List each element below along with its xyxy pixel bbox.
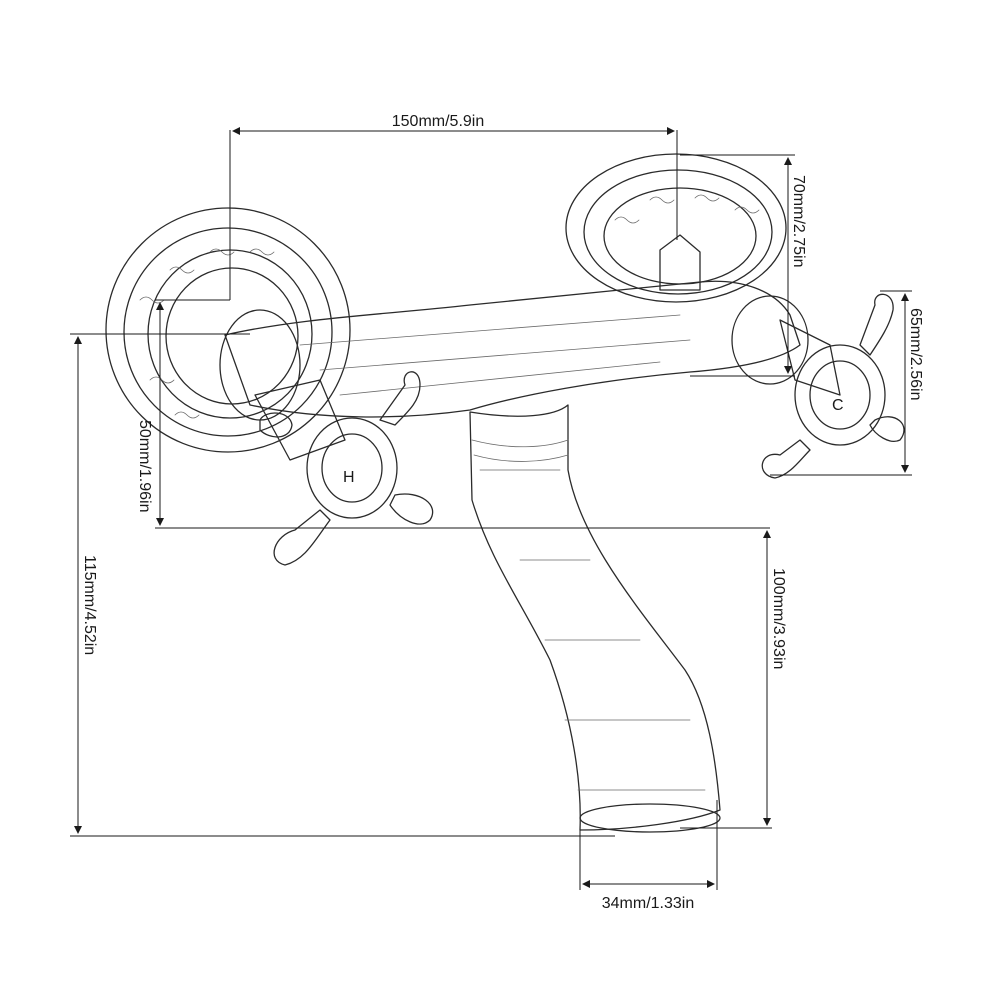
label-spout-width: 34mm/1.33in	[602, 895, 695, 912]
faucet-sketch: H C	[105, 153, 905, 833]
faucet-spout	[469, 404, 721, 833]
right-handle: C	[731, 293, 905, 479]
label-left-height: 50mm/1.96in	[136, 420, 153, 513]
label-spout-drop: 100mm/3.93in	[770, 568, 787, 669]
left-escutcheon	[105, 207, 351, 453]
dimension-spout-width: 34mm/1.33in	[579, 800, 718, 912]
dimension-center-distance: 150mm/5.9in	[229, 113, 678, 300]
dimension-right-height: 70mm/2.75in	[680, 154, 807, 377]
dimension-handle-span: 65mm/2.56in	[770, 290, 924, 476]
dimension-left-height: 50mm/1.96in	[136, 299, 770, 529]
label-right-height: 70mm/2.75in	[790, 175, 807, 268]
dimension-total-height: 115mm/4.52in	[70, 333, 615, 837]
handle-mark-left: H	[343, 469, 355, 486]
label-handle-span: 65mm/2.56in	[907, 308, 924, 401]
right-escutcheon	[565, 153, 787, 303]
handle-mark-right: C	[832, 397, 844, 414]
label-total-height: 115mm/4.52in	[81, 555, 98, 655]
left-handle: H	[219, 309, 434, 566]
label-center-distance: 150mm/5.9in	[392, 113, 485, 130]
dimension-spout-drop: 100mm/3.93in	[680, 530, 787, 829]
